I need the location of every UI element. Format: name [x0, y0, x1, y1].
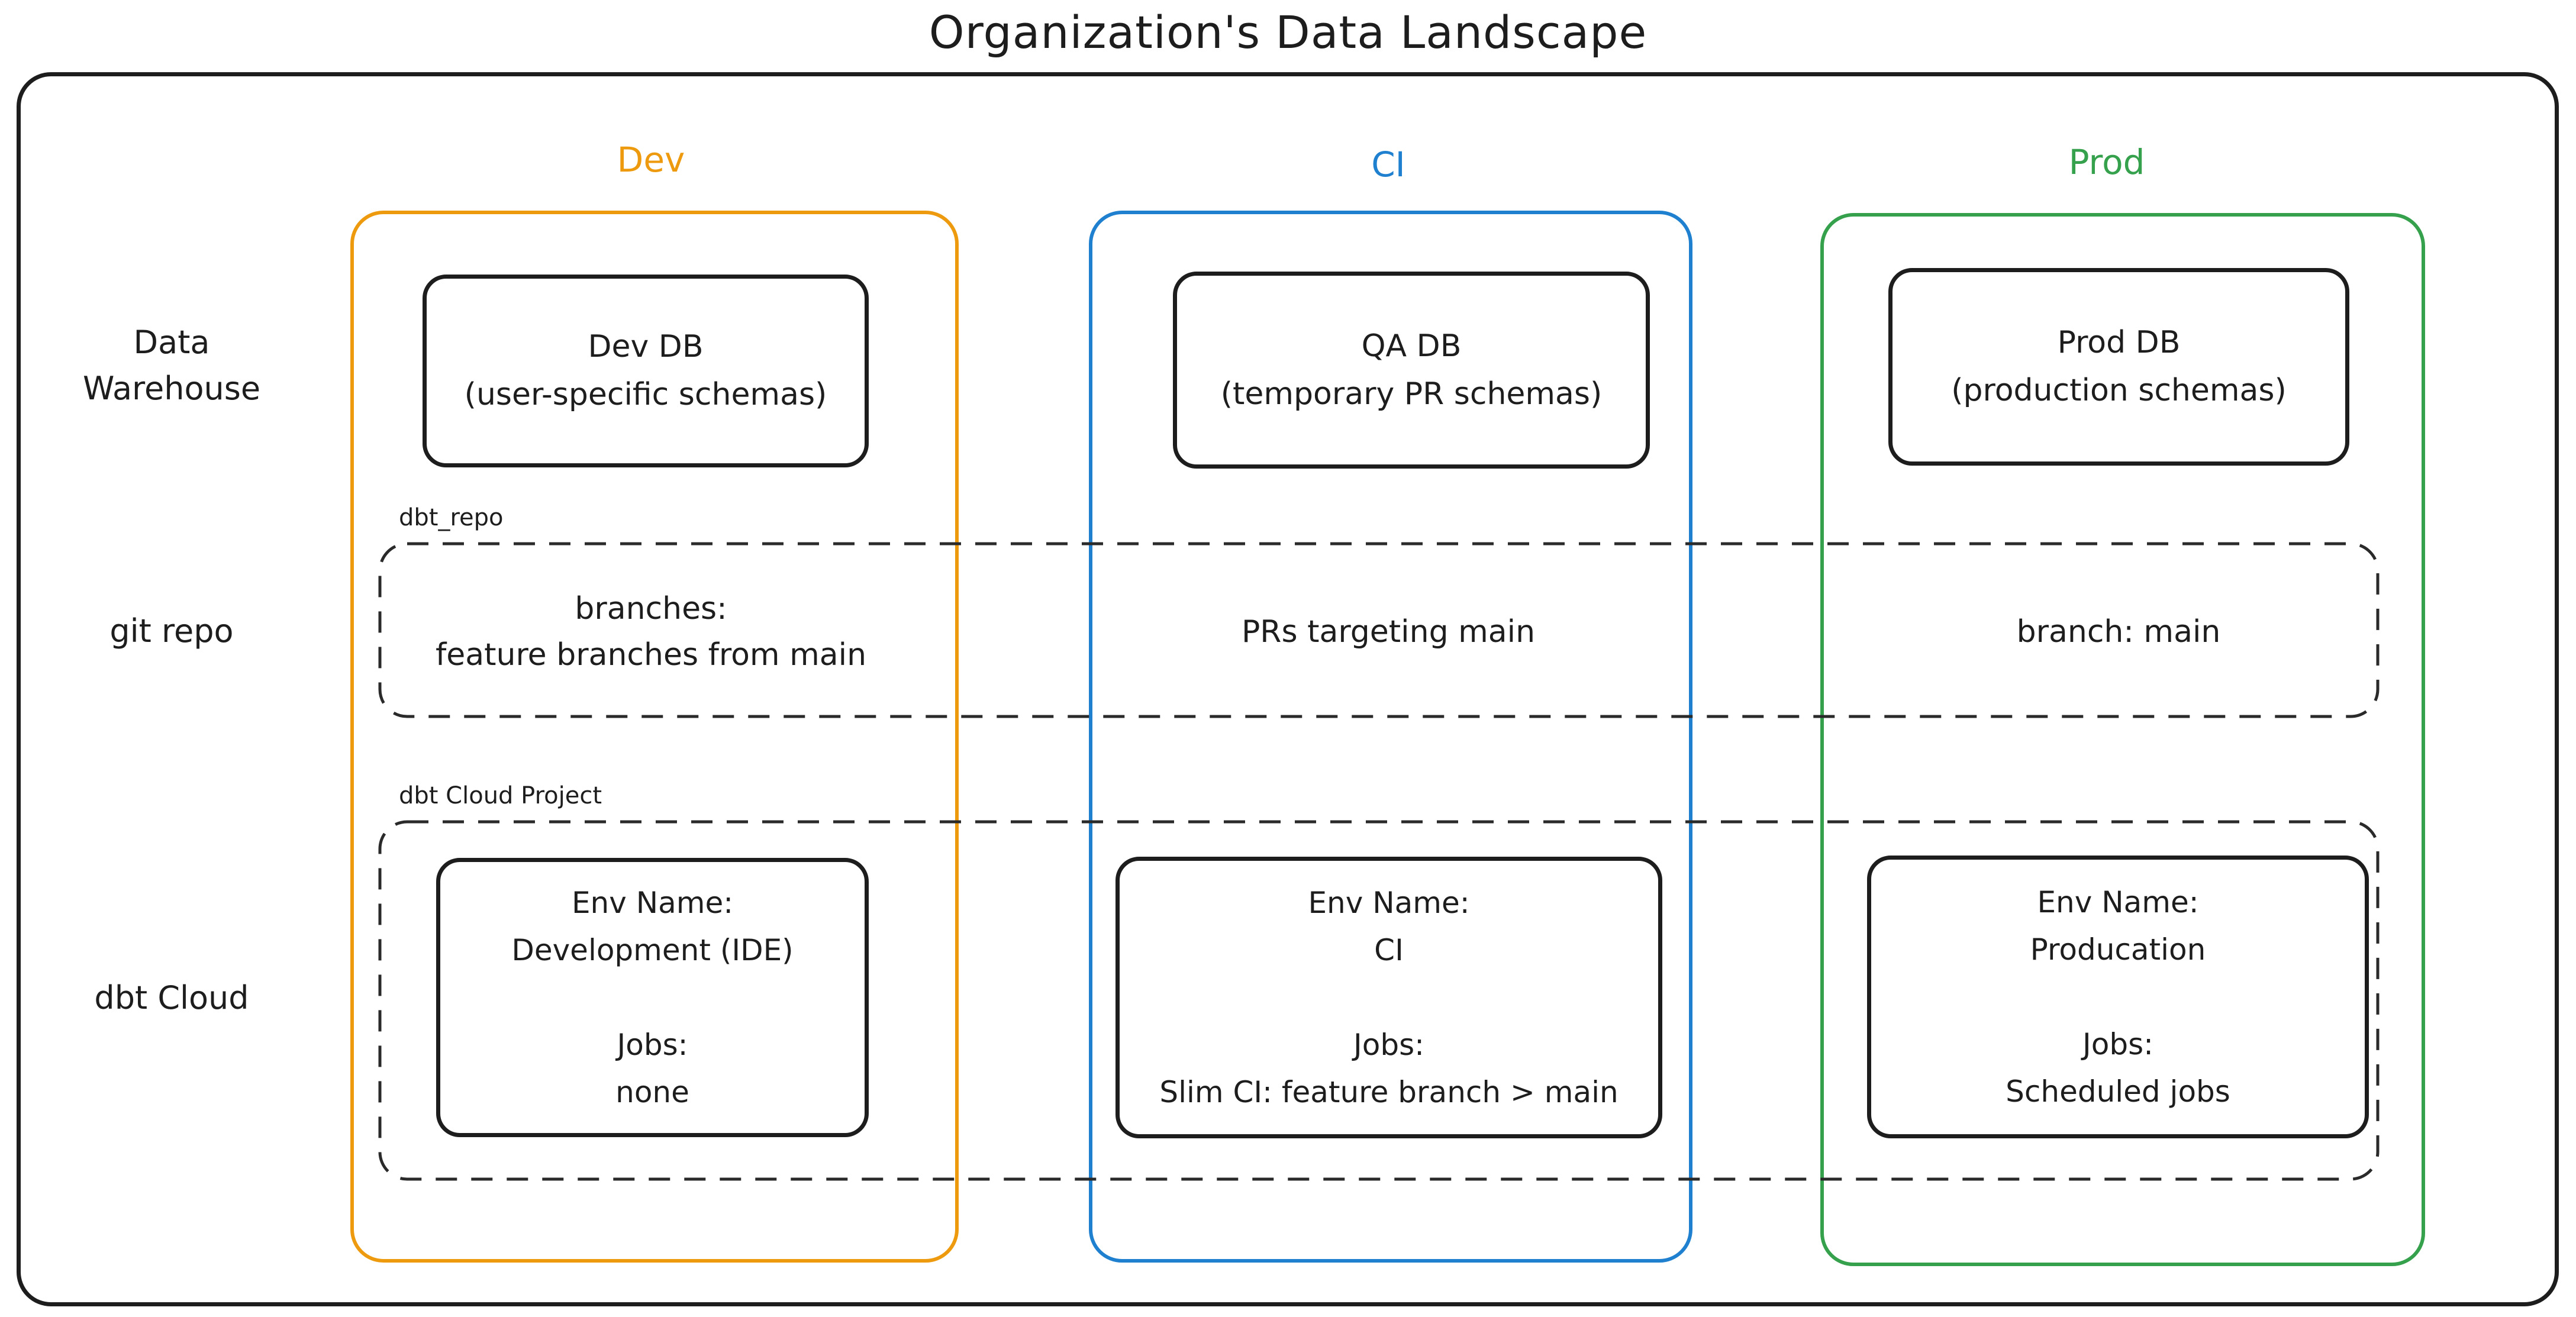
dbt-cloud-dashed-frame — [378, 820, 2380, 1181]
dev-dbt-env-label: Env Name: — [571, 886, 734, 920]
prod-git-line1: branch: main — [2016, 614, 2221, 650]
dev-db-box: Dev DB (user-specific schemas) — [423, 275, 869, 467]
column-header-ci: CI — [1371, 144, 1405, 185]
dev-git-text: branches: feature branches from main — [396, 573, 905, 691]
ci-column-frame — [1089, 211, 1692, 1263]
ci-dbt-jobs-label: Jobs: — [1353, 1028, 1424, 1062]
column-header-dev: Dev — [617, 140, 685, 180]
row-label-dbt-cloud: dbt Cloud — [94, 979, 249, 1016]
prod-dbt-jobs-label: Jobs: — [2082, 1027, 2153, 1061]
prod-db-box: Prod DB (production schemas) — [1888, 268, 2349, 466]
qa-db-box: QA DB (temporary PR schemas) — [1173, 272, 1650, 469]
prod-db-detail: (production schemas) — [1951, 373, 2287, 408]
column-header-prod: Prod — [2068, 142, 2145, 182]
dev-dbt-env-box: Env Name: Development (IDE) Jobs: none — [436, 858, 869, 1137]
prod-dbt-env-group: Env Name: Producation — [2030, 879, 2206, 973]
dev-git-line2: feature branches from main — [435, 637, 867, 673]
prod-dbt-env-box: Env Name: Producation Jobs: Scheduled jo… — [1867, 856, 2369, 1138]
ci-dbt-jobs-value: Slim CI: feature branch > main — [1159, 1075, 1619, 1109]
dev-column-frame — [350, 211, 959, 1263]
diagram-title: Organization's Data Landscape — [928, 6, 1648, 59]
dev-db-detail: (user-specific schemas) — [464, 377, 827, 412]
prod-column-frame — [1820, 213, 2425, 1266]
dev-dbt-env-value: Development (IDE) — [511, 933, 794, 967]
prod-dbt-jobs-group: Jobs: Scheduled jobs — [2006, 1021, 2230, 1115]
prod-dbt-env-label: Env Name: — [2037, 885, 2199, 919]
row-label-git-repo: git repo — [109, 612, 234, 650]
qa-db-detail: (temporary PR schemas) — [1220, 376, 1603, 412]
ci-dbt-env-value: CI — [1374, 933, 1404, 967]
dev-db-name: Dev DB — [588, 329, 704, 365]
dev-dbt-jobs-value: none — [615, 1075, 689, 1109]
qa-db-name: QA DB — [1361, 328, 1462, 364]
git-repo-dashed-frame — [378, 542, 2380, 718]
ci-dbt-jobs-group: Jobs: Slim CI: feature branch > main — [1159, 1021, 1618, 1116]
ci-git-text: PRs targeting main — [1134, 573, 1643, 691]
ci-dbt-env-box: Env Name: CI Jobs: Slim CI: feature bran… — [1115, 857, 1662, 1138]
dev-git-line1: branches: — [575, 591, 727, 627]
ci-dbt-env-group: Env Name: CI — [1308, 879, 1469, 974]
row-label-data-warehouse: Data Warehouse — [83, 324, 261, 408]
dev-dbt-jobs-group: Jobs: none — [615, 1021, 689, 1116]
outer-frame — [17, 72, 2559, 1306]
prod-git-text: branch: main — [1864, 573, 2373, 691]
git-repo-section-tag: dbt_repo — [399, 504, 504, 531]
prod-dbt-jobs-value: Scheduled jobs — [2006, 1074, 2230, 1109]
prod-dbt-env-value: Producation — [2030, 932, 2206, 967]
dev-dbt-jobs-label: Jobs: — [617, 1028, 688, 1062]
prod-db-name: Prod DB — [2057, 325, 2181, 361]
dev-dbt-env-group: Env Name: Development (IDE) — [511, 879, 793, 974]
ci-git-line1: PRs targeting main — [1241, 614, 1536, 650]
dbt-cloud-section-tag: dbt Cloud Project — [399, 782, 602, 809]
ci-dbt-env-label: Env Name: — [1308, 886, 1470, 920]
